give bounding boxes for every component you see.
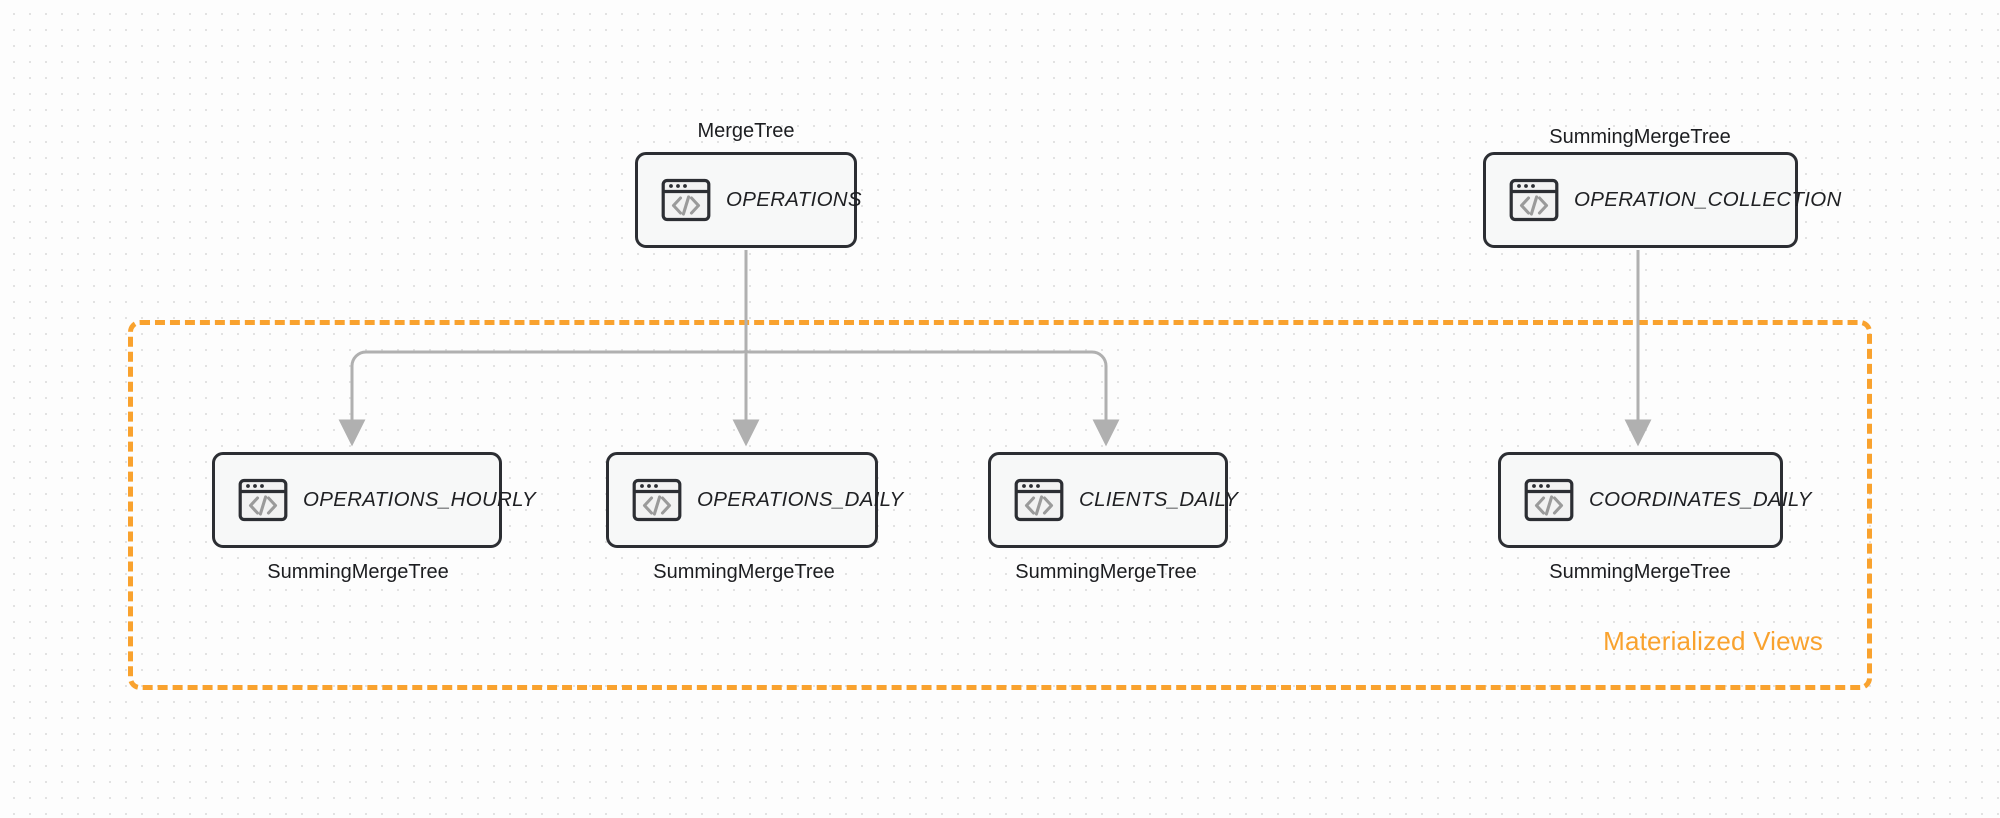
materialized-views-group: Materialized Views bbox=[128, 320, 1872, 690]
node-coordinates-daily[interactable]: COORDINATES_DAILY bbox=[1498, 452, 1811, 548]
caption-coordinates-daily: SummingMergeTree bbox=[1549, 561, 1731, 583]
node-label-operations-daily: OPERATIONS_DAILY bbox=[697, 488, 904, 511]
code-window-icon bbox=[632, 478, 682, 522]
materialized-views-group-label: Materialized Views bbox=[1603, 626, 1823, 656]
node-operations[interactable]: OPERATIONS bbox=[635, 152, 862, 248]
code-window-icon bbox=[1509, 178, 1559, 222]
code-window-icon bbox=[1524, 478, 1574, 522]
code-window-icon bbox=[661, 178, 711, 222]
caption-operations-daily: SummingMergeTree bbox=[653, 561, 835, 583]
caption-clients-daily: SummingMergeTree bbox=[1015, 561, 1197, 583]
node-operations-daily[interactable]: OPERATIONS_DAILY bbox=[606, 452, 903, 548]
node-label-clients-daily: CLIENTS_DAILY bbox=[1079, 488, 1239, 511]
caption-operation-collection: SummingMergeTree bbox=[1549, 126, 1731, 148]
node-operations-hourly[interactable]: OPERATIONS_HOURLY bbox=[212, 452, 536, 548]
caption-operations: MergeTree bbox=[697, 120, 795, 142]
node-operation-collection[interactable]: OPERATION_COLLECTION bbox=[1483, 152, 1841, 248]
node-label-operations: OPERATIONS bbox=[726, 188, 862, 211]
code-window-icon bbox=[1014, 478, 1064, 522]
node-clients-daily[interactable]: CLIENTS_DAILY bbox=[988, 452, 1238, 548]
node-label-coordinates-daily: COORDINATES_DAILY bbox=[1589, 488, 1812, 511]
node-label-operation-collection: OPERATION_COLLECTION bbox=[1574, 188, 1842, 211]
node-label-operations-hourly: OPERATIONS_HOURLY bbox=[303, 488, 536, 511]
caption-operations-hourly: SummingMergeTree bbox=[267, 561, 449, 583]
code-window-icon bbox=[238, 478, 288, 522]
